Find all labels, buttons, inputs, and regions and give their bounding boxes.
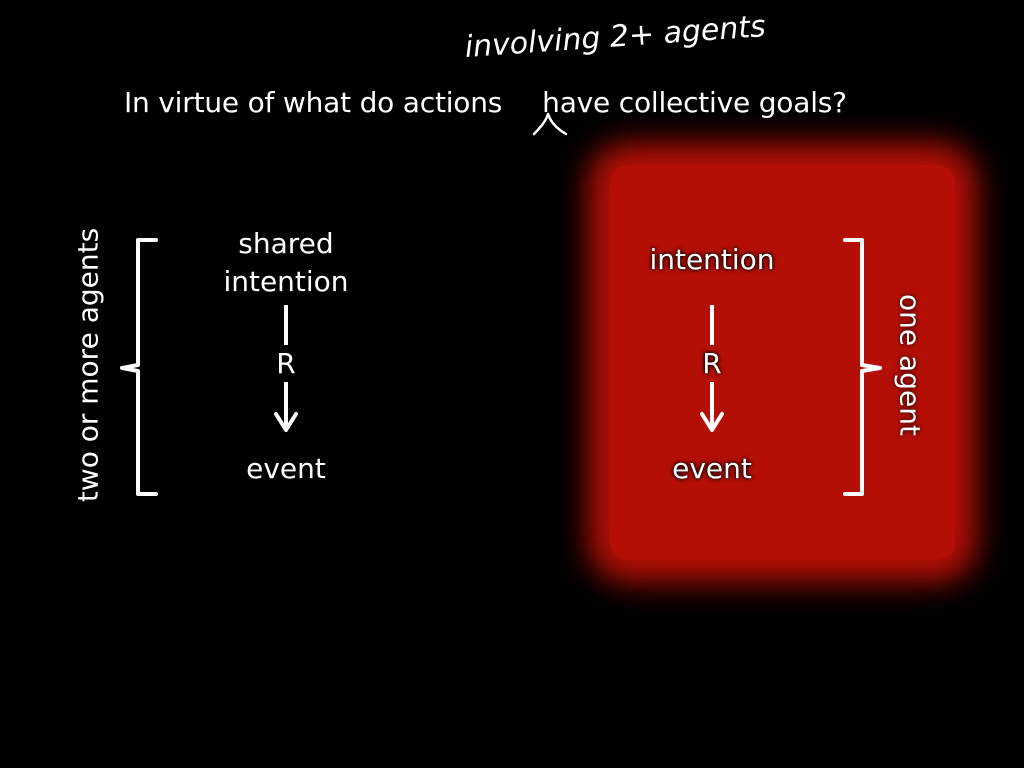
question-title: In virtue of what do actions have collect… <box>124 86 847 119</box>
question-part-1: In virtue of what do actions <box>124 86 503 119</box>
right-middle-label: R <box>702 347 722 380</box>
right-top-label: intention <box>649 243 775 276</box>
left-middle-label: R <box>276 347 296 380</box>
right-brace-label: one agent <box>893 294 927 436</box>
right-bottom-label: event <box>672 452 752 485</box>
left-bracket-icon <box>120 238 158 496</box>
left-top-label: shared intention <box>223 227 349 298</box>
right-bracket-icon <box>843 238 882 496</box>
left-bottom-label: event <box>246 452 326 485</box>
insertion-caret-icon <box>532 112 568 136</box>
highlight-box <box>610 165 955 560</box>
left-arrow-head-icon <box>274 412 298 432</box>
question-part-2: have collective goals? <box>542 86 847 119</box>
right-arrow-head-icon <box>700 412 724 432</box>
